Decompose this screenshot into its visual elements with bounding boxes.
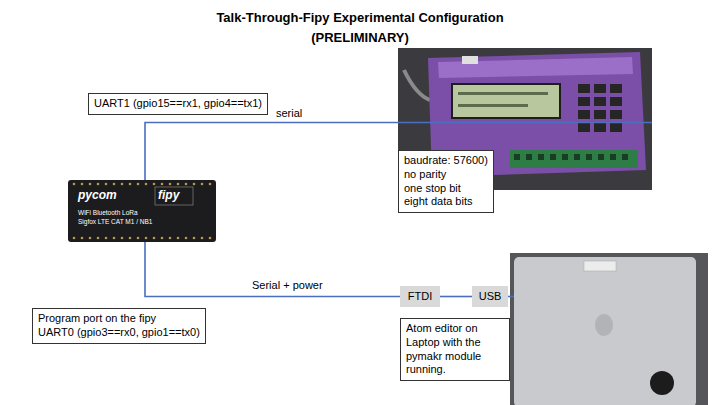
node-text: UART0 (gpio3==rx0, gpio1==tx0) [38,326,200,340]
logo [595,314,613,336]
sticker-dot [650,371,674,395]
node-text: baudrate: 57600) [404,154,488,168]
board-pcb [68,180,216,242]
terminal-strip [510,150,638,168]
lcd-display [452,84,560,118]
laptop-lid [514,257,696,405]
usb-wire [508,296,514,298]
cable [404,70,430,100]
board-pins [73,183,212,240]
sticker [584,261,616,271]
serial-connector [145,242,400,297]
terminal-screws [514,154,628,160]
node-text: USB [479,290,502,304]
photo-ground [398,48,652,190]
connector-label: Serial + power [250,279,325,292]
board-model: fipy [158,189,179,202]
uart-note-box: UART1 (gpio15==rx1, gpio4==tx1) [88,93,268,115]
laptop-photo [510,253,708,405]
fipy-board: pycom fipyWiFi Bluetooth LoRaSigfox LTE C… [68,180,216,242]
serial-settings-box: baudrate: 57600)no parityone stop biteig… [398,150,494,213]
lcd-segments [458,92,548,107]
board-print: WiFi Bluetooth LoRa [78,209,138,216]
node-text: FTDI [408,290,432,304]
node-text: Atom editor on Laptop with the pymakr mo… [406,322,504,377]
node-text: UART1 (gpio15==rx1, gpio4==tx1) [94,97,262,111]
logger-switch [462,56,478,64]
node-text: no parity [404,168,488,182]
usb-box: USB [472,286,508,307]
logger-top-band [438,57,633,78]
board-brand: pycom [78,189,117,202]
logo-frame [155,187,193,205]
node-text: eight data bits [404,195,488,209]
fipy-board-illustration [68,180,216,242]
ftdi-box: FTDI [400,286,440,307]
serial-connector [440,296,472,298]
diagram-title: Talk-Through-Fipy Experimental Configura… [190,8,530,48]
board-print: Sigfox LTE CAT M1 / NB1 [78,218,152,225]
node-text: one stop bit [404,182,488,196]
program-port-box: Program port on the fipyUART0 (gpio3==rx… [32,308,206,344]
datalogger-photo [398,48,652,190]
node-text: Program port on the fipy [38,312,200,326]
keypad [578,84,622,132]
connection-label: serial [274,107,304,120]
atom-editor-note: Atom editor on Laptop with the pymakr mo… [400,318,510,381]
